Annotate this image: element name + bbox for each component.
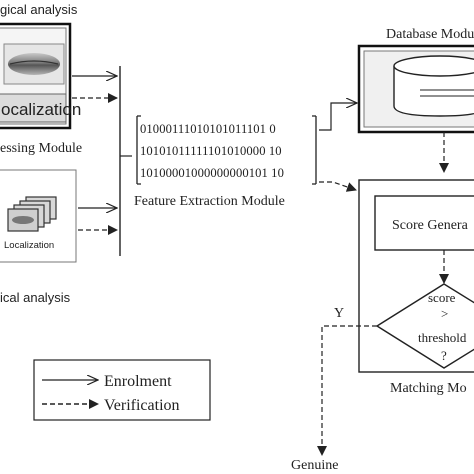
- lip-image: [3, 43, 65, 85]
- lower-localization-label: Localization: [4, 240, 54, 251]
- bit-row-3: 10100001000000000101 10: [140, 166, 284, 180]
- matching-module-frame: [358, 179, 474, 373]
- matching-module-label: Matching Mo: [390, 381, 467, 396]
- yes-label: Y: [334, 306, 344, 321]
- lower-preprocessing-panel: Localization: [0, 169, 77, 263]
- yes-branch-arrow: [317, 325, 377, 456]
- lower-analysis-caption: ical analysis: [0, 290, 71, 305]
- database-module-label: Database Modu: [386, 27, 474, 42]
- genuine-label: Genuine: [291, 458, 338, 473]
- feature-extraction-module-label: Feature Extraction Module: [134, 194, 285, 209]
- preprocessing-module-label: essing Module: [0, 141, 82, 156]
- stacked-frames-icon: [7, 196, 57, 232]
- localization-label: ocalization: [1, 100, 81, 119]
- legend: Enrolment Verification: [33, 359, 211, 421]
- decision-line-1: score: [428, 290, 456, 305]
- preprocessing-panel: ocalization: [0, 22, 81, 130]
- threshold-decision-diamond: score > threshold ?: [375, 283, 474, 369]
- verification-arrow-to-matching: [319, 181, 357, 192]
- score-generator-label: Score Genera: [392, 218, 469, 233]
- decision-line-2: >: [441, 306, 448, 321]
- legend-enrolment-label: Enrolment: [104, 373, 172, 390]
- decision-line-3: threshold: [418, 330, 467, 345]
- database-icon: [393, 55, 474, 117]
- bit-row-2: 10101011111101010000 10: [140, 144, 282, 158]
- legend-verification-label: Verification: [104, 397, 180, 414]
- database-panel: [357, 44, 474, 134]
- enrolment-arrow-to-database: [319, 103, 357, 131]
- feature-bits: 01000111010101011101 0 10101011111101010…: [136, 115, 317, 185]
- decision-line-4: ?: [441, 348, 447, 363]
- bit-row-1: 01000111010101011101 0: [140, 122, 276, 136]
- top-analysis-caption: gical analysis: [0, 2, 78, 17]
- score-generator-box: Score Genera: [374, 195, 474, 251]
